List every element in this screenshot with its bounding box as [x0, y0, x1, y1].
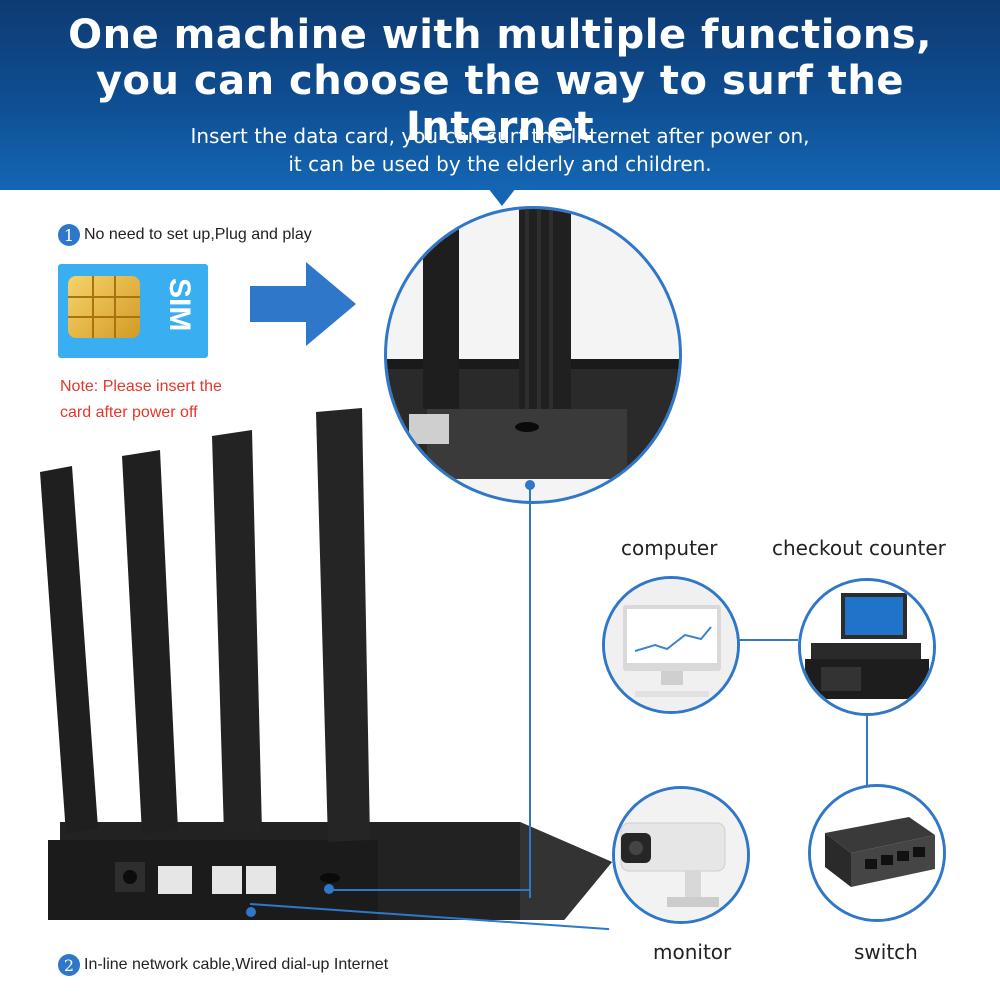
monitor-label: monitor — [653, 940, 732, 964]
step-2-text: In-line network cable,Wired dial-up Inte… — [84, 956, 389, 973]
banner-title-line1: One machine with multiple functions, — [68, 12, 932, 58]
banner-pointer — [488, 188, 516, 206]
sim-label: SIM — [163, 278, 196, 332]
zoom-dot — [525, 480, 535, 490]
power-off-note: Note: Please insert the card after power… — [60, 374, 222, 426]
banner-subtitle-line2: it can be used by the elderly and childr… — [288, 152, 712, 176]
computer-image — [602, 576, 740, 714]
arrow-right-icon — [250, 262, 356, 346]
checkout-counter-image — [798, 578, 936, 716]
router-image — [40, 408, 612, 920]
connector-computer-checkout — [738, 639, 798, 641]
sim-card-image: SIM — [58, 264, 208, 358]
checkout-counter-label: checkout counter — [772, 536, 946, 560]
step-1-text: No need to set up,Plug and play — [84, 226, 312, 243]
note-line2: card after power off — [60, 404, 198, 421]
step-1-number: 1 — [58, 224, 80, 246]
connector-zoom — [529, 484, 531, 898]
computer-label: computer — [621, 536, 718, 560]
step-2-number: 2 — [58, 954, 80, 976]
switch-label: switch — [854, 940, 918, 964]
sim-chip-icon — [68, 276, 140, 338]
connector-checkout-switch — [866, 716, 868, 786]
note-line1: Note: Please insert the — [60, 378, 222, 395]
port-dot — [246, 907, 256, 917]
connector-sim-slot — [329, 889, 529, 891]
header-banner — [0, 0, 1000, 190]
step-2: 2 In-line network cable,Wired dial-up In… — [58, 954, 388, 976]
banner-title-line2: you can choose the way to surf the Inter… — [95, 58, 905, 150]
banner-subtitle-line1: Insert the data card, you can surf the I… — [190, 124, 810, 148]
network-switch-image — [808, 784, 946, 922]
step-1: 1 No need to set up,Plug and play — [58, 224, 312, 246]
monitor-camera-image — [612, 786, 750, 924]
sim-slot-dot — [324, 884, 334, 894]
